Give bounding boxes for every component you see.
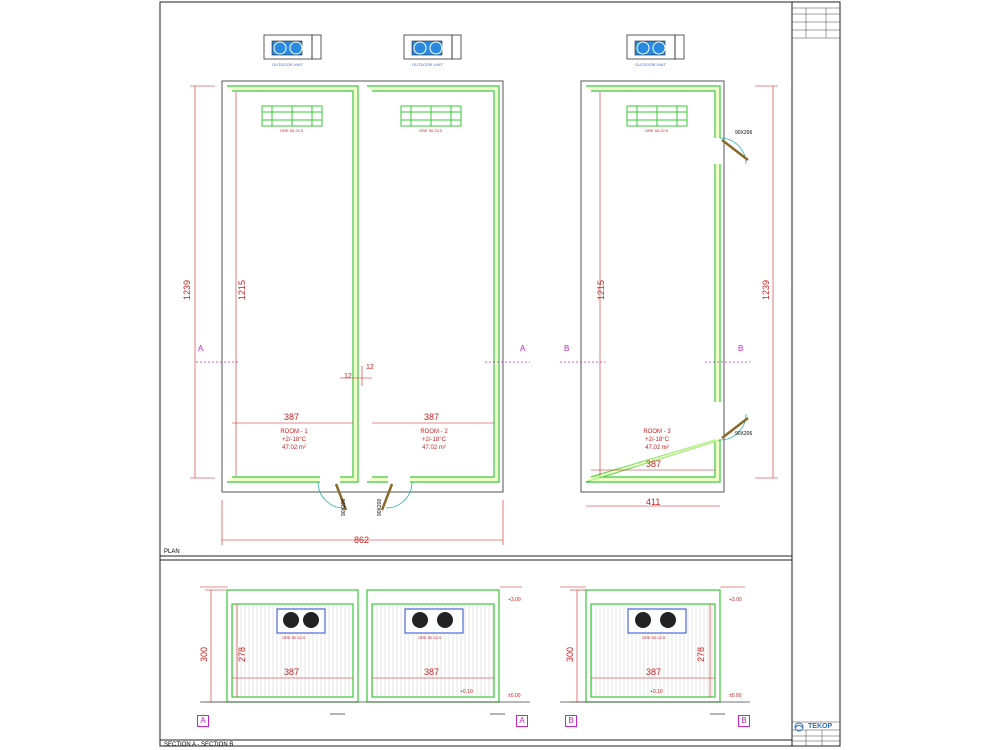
- section-box-b-right: B: [738, 715, 750, 727]
- dim-section-room-2: 387: [424, 667, 440, 677]
- door-room-1: [317, 481, 348, 511]
- dim-overall-width: 862: [354, 535, 370, 545]
- outdoor-unit-1-label: OUTDOOR UNIT: [272, 62, 303, 67]
- room-1-wall-outer: [227, 85, 359, 483]
- outdoor-unit-3-label: OUTDOOR UNIT: [635, 62, 666, 67]
- evaporator-2: [400, 105, 462, 127]
- section-mark-b-right: B: [738, 344, 744, 353]
- door-3-top-label: 90X206: [735, 130, 753, 136]
- room-2-temp: +2/-18°C: [422, 437, 446, 443]
- section-evaporator-2: [404, 608, 464, 634]
- room-2-info: ROOM - 2 +2/-18°C 47.02 m²: [410, 428, 458, 452]
- building-outline-left: [221, 80, 504, 493]
- room-3-info: ROOM - 3 +2/-18°C 47.02 m²: [633, 428, 681, 452]
- elev-zero-b: ±0.00: [729, 693, 742, 699]
- dim-room-2-width: 387: [424, 412, 440, 422]
- elev-floor-b: +0.10: [650, 689, 663, 695]
- dim-section-height-right: 300: [565, 646, 575, 662]
- dim-room-3-width: 387: [646, 459, 662, 469]
- evaporator-2-label: ORE 50.22.0: [419, 128, 443, 133]
- dim-outer-height-left: 1239: [182, 279, 192, 300]
- room-2-name: ROOM - 2: [420, 429, 448, 435]
- room-3-name: ROOM - 3: [643, 429, 671, 435]
- room-3-wall-outer: [585, 85, 721, 483]
- dim-room-1-width: 387: [284, 412, 300, 422]
- door-2-label: 90X200: [377, 498, 383, 516]
- evaporator-1-label: ORE 50.22.0: [280, 128, 304, 133]
- room-3-area: 47.02 m²: [645, 445, 669, 451]
- section-evaporator-1: [276, 608, 326, 634]
- room-1-area: 47.02 m²: [282, 445, 306, 451]
- dim-section-inner-height: 278: [237, 646, 247, 662]
- dim-partition-b: 12: [366, 364, 374, 371]
- door-1-label: 90X200: [341, 498, 347, 516]
- section-evap-1-label: ORE 50.22.0: [282, 635, 306, 640]
- company-name: TEKOP: [808, 723, 833, 730]
- elev-zero-ab: ±0.00: [508, 693, 521, 699]
- building-outline-right: [580, 80, 725, 493]
- outdoor-unit-2-label: OUTDOOR UNIT: [412, 62, 443, 67]
- dim-partition-a: 12: [344, 373, 352, 380]
- outdoor-unit-2: [403, 34, 462, 60]
- dim-room-3-outer-width: 411: [646, 497, 661, 507]
- dim-inner-height-right: 1215: [596, 279, 606, 300]
- section-box-a-right: A: [516, 715, 528, 727]
- section-evaporator-3: [627, 608, 687, 634]
- dim-section-inner-height-right: 278: [696, 646, 706, 662]
- door-3-bottom-label: 90X206: [735, 431, 753, 437]
- section-mark-a-left: A: [198, 344, 204, 353]
- section-evap-2-label: ORE 50.22.0: [418, 635, 442, 640]
- evaporator-3-label: ORE 50.22.0: [645, 128, 669, 133]
- door-room-3-top: [719, 137, 749, 165]
- room-1-info: ROOM - 1 +2/-18°C 47.02 m²: [270, 428, 318, 452]
- room-1-temp: +2/-18°C: [282, 437, 306, 443]
- door-room-3-bottom: [719, 413, 749, 441]
- evaporator-3: [626, 105, 688, 127]
- company-logo: [794, 722, 804, 732]
- room-2-wall-outer: [367, 85, 500, 483]
- elev-top-b: +3.00: [729, 597, 742, 603]
- section-box-a-left: A: [197, 715, 209, 727]
- dim-section-room-1: 387: [284, 667, 300, 677]
- section-box-b-left: B: [565, 715, 577, 727]
- elev-top-ab: +3.00: [508, 597, 521, 603]
- section-mark-b-left: B: [564, 344, 570, 353]
- section-evap-3-label: ORE 50.22.0: [642, 635, 666, 640]
- room-3-temp: +2/-18°C: [645, 437, 669, 443]
- evaporator-1: [261, 105, 323, 127]
- dim-section-room-3: 387: [646, 667, 662, 677]
- door-room-2: [380, 481, 413, 511]
- section-caption: SECTION A - SECTION B: [164, 742, 234, 748]
- title-block: [791, 1, 841, 747]
- room-1-name: ROOM - 1: [280, 429, 308, 435]
- sheet-frame: [159, 1, 793, 747]
- outdoor-unit-1: [263, 34, 322, 60]
- dim-section-height-left: 300: [199, 646, 209, 662]
- outdoor-unit-3: [626, 34, 685, 60]
- elev-floor-ab: +0.10: [460, 689, 473, 695]
- section-mark-a-right: A: [520, 344, 526, 353]
- dim-inner-height-left: 1215: [237, 279, 247, 300]
- dim-outer-height-right: 1239: [761, 279, 771, 300]
- room-2-area: 47.02 m²: [422, 445, 446, 451]
- plan-caption: PLAN: [164, 549, 180, 555]
